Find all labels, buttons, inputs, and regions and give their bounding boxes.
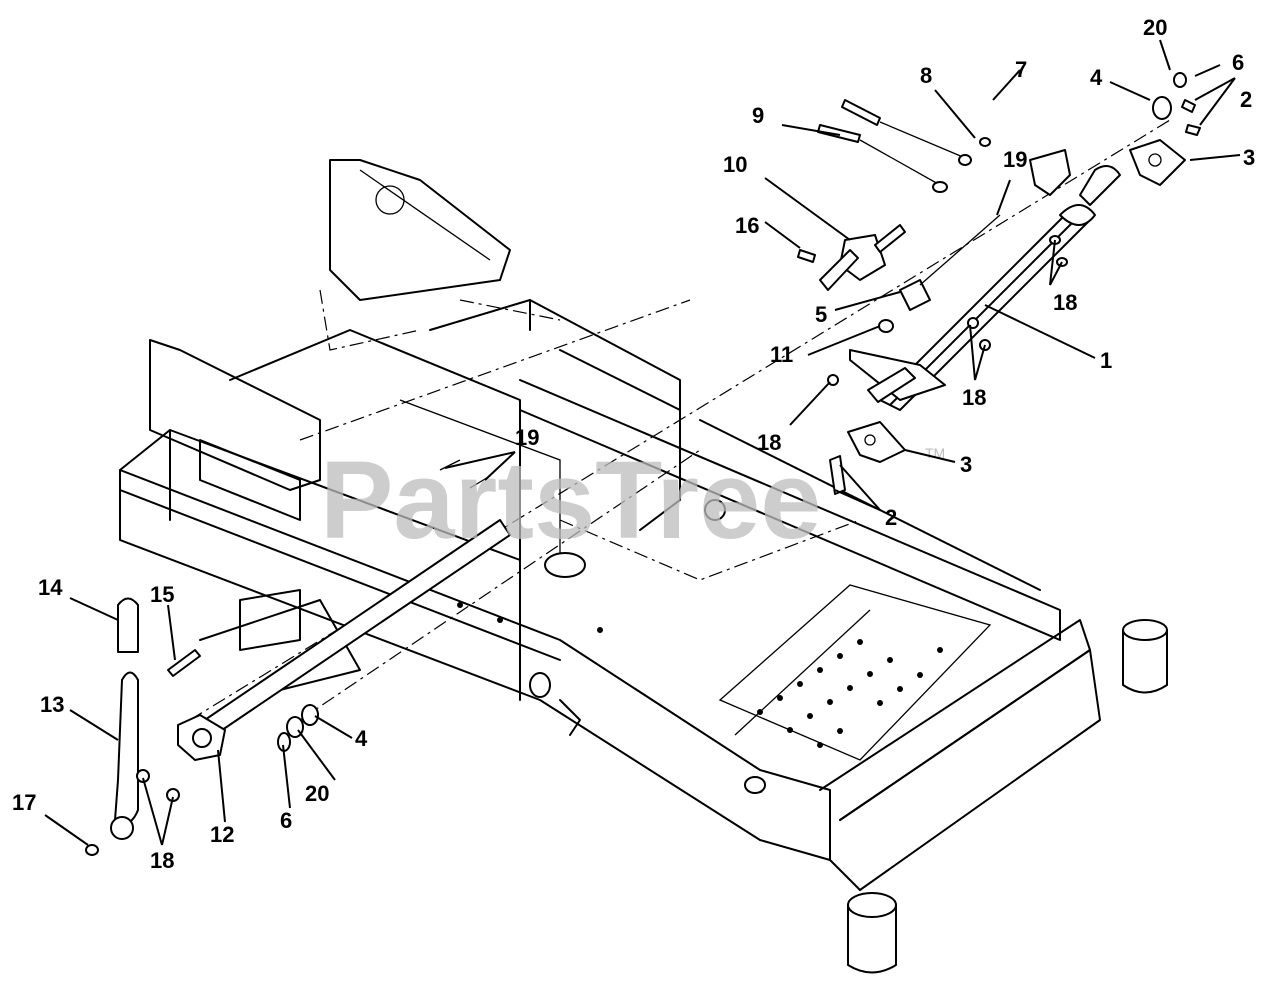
callout-3: 3 [1243, 145, 1255, 170]
rods-part-9-8-19 [817, 99, 1001, 286]
bracket-part-10 [819, 224, 906, 291]
callout-18: 18 [150, 848, 174, 873]
grip-part-14 [117, 597, 139, 653]
callout-4: 4 [1090, 65, 1103, 90]
callout-15: 15 [150, 582, 174, 607]
callout-11: 11 [770, 342, 793, 367]
callout-6: 6 [280, 808, 292, 833]
callout-20: 20 [305, 781, 329, 806]
callout-16: 16 [735, 213, 759, 238]
caster-tube-front-right [1122, 619, 1168, 694]
callout-numbers: 1 2 2 3 3 4 4 5 6 6 7 8 9 10 11 12 13 14… [12, 15, 1255, 873]
callout-2: 2 [1240, 87, 1252, 112]
callout-18: 18 [757, 430, 781, 455]
callout-19: 19 [1003, 147, 1027, 172]
pivot-shaft-part-1 [879, 204, 1096, 411]
callout-2: 2 [885, 505, 897, 530]
floor-plate-holes [757, 639, 943, 748]
callout-14: 14 [38, 575, 63, 600]
pivot-bracket-part-12 [177, 714, 226, 761]
washers-lower-left [136, 704, 319, 802]
callout-9: 9 [752, 103, 764, 128]
clip-part-17 [85, 844, 99, 856]
callout-18: 18 [962, 385, 986, 410]
callout-18: 18 [1053, 290, 1077, 315]
callout-17: 17 [12, 790, 36, 815]
bolt-part-15 [167, 649, 201, 677]
callout-13: 13 [40, 692, 64, 717]
callout-20: 20 [1143, 15, 1167, 40]
callout-12: 12 [210, 822, 234, 847]
lever-part-13 [110, 671, 139, 840]
bracket-part-3-upper [1129, 139, 1186, 186]
callout-3: 3 [960, 452, 972, 477]
callout-1: 1 [1100, 348, 1112, 373]
bracket-part-3-lower [847, 421, 906, 463]
callout-7: 7 [1015, 57, 1027, 82]
arm-plate [849, 349, 946, 403]
caster-tube-front-left [847, 892, 897, 974]
callout-6: 6 [1232, 50, 1244, 75]
callout-8: 8 [920, 63, 932, 88]
callout-5: 5 [815, 302, 827, 327]
callout-19: 19 [515, 425, 539, 450]
chassis-frame [119, 159, 1168, 974]
callout-10: 10 [723, 152, 747, 177]
washers-top-right [1152, 72, 1201, 136]
leader-lines [44, 39, 1241, 846]
watermark-text: PartsTree [320, 439, 821, 562]
link-part-5 [899, 279, 931, 311]
callout-4: 4 [355, 726, 368, 751]
top-block [1029, 149, 1121, 206]
